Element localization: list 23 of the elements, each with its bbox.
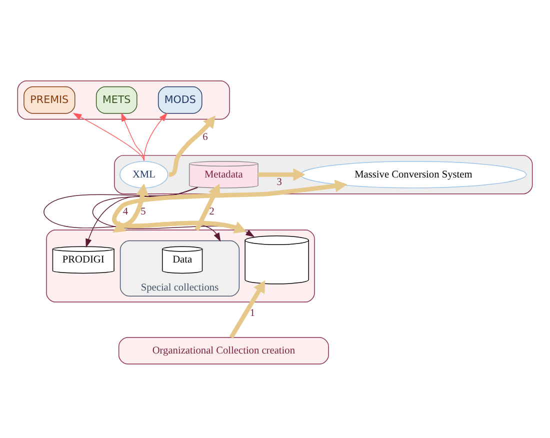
edge-label: 5 [140, 206, 146, 218]
edge-label: 3 [276, 176, 282, 188]
node-box: PREMIS [24, 86, 76, 114]
arrow [112, 179, 348, 233]
arrow [229, 280, 266, 338]
arrow [112, 182, 149, 232]
arrow [168, 115, 216, 176]
edge-label: 1 [250, 308, 256, 319]
arrow [144, 112, 168, 160]
node-box: MODS [158, 86, 202, 114]
node-box: METS [96, 86, 138, 114]
edge-label: 6 [202, 132, 208, 143]
arrow [194, 183, 220, 230]
arrow [92, 186, 255, 237]
node-ellipse: XML [120, 160, 168, 188]
arrow [121, 112, 144, 160]
node-ellipse: Massive Conversion System [300, 160, 527, 188]
arrow [86, 186, 198, 248]
arrow [72, 112, 144, 160]
edge-label: 4 [122, 206, 128, 218]
arrow [258, 168, 306, 181]
node-box: Organizational Collection creation [118, 336, 329, 364]
edge-label: 2 [209, 206, 214, 218]
